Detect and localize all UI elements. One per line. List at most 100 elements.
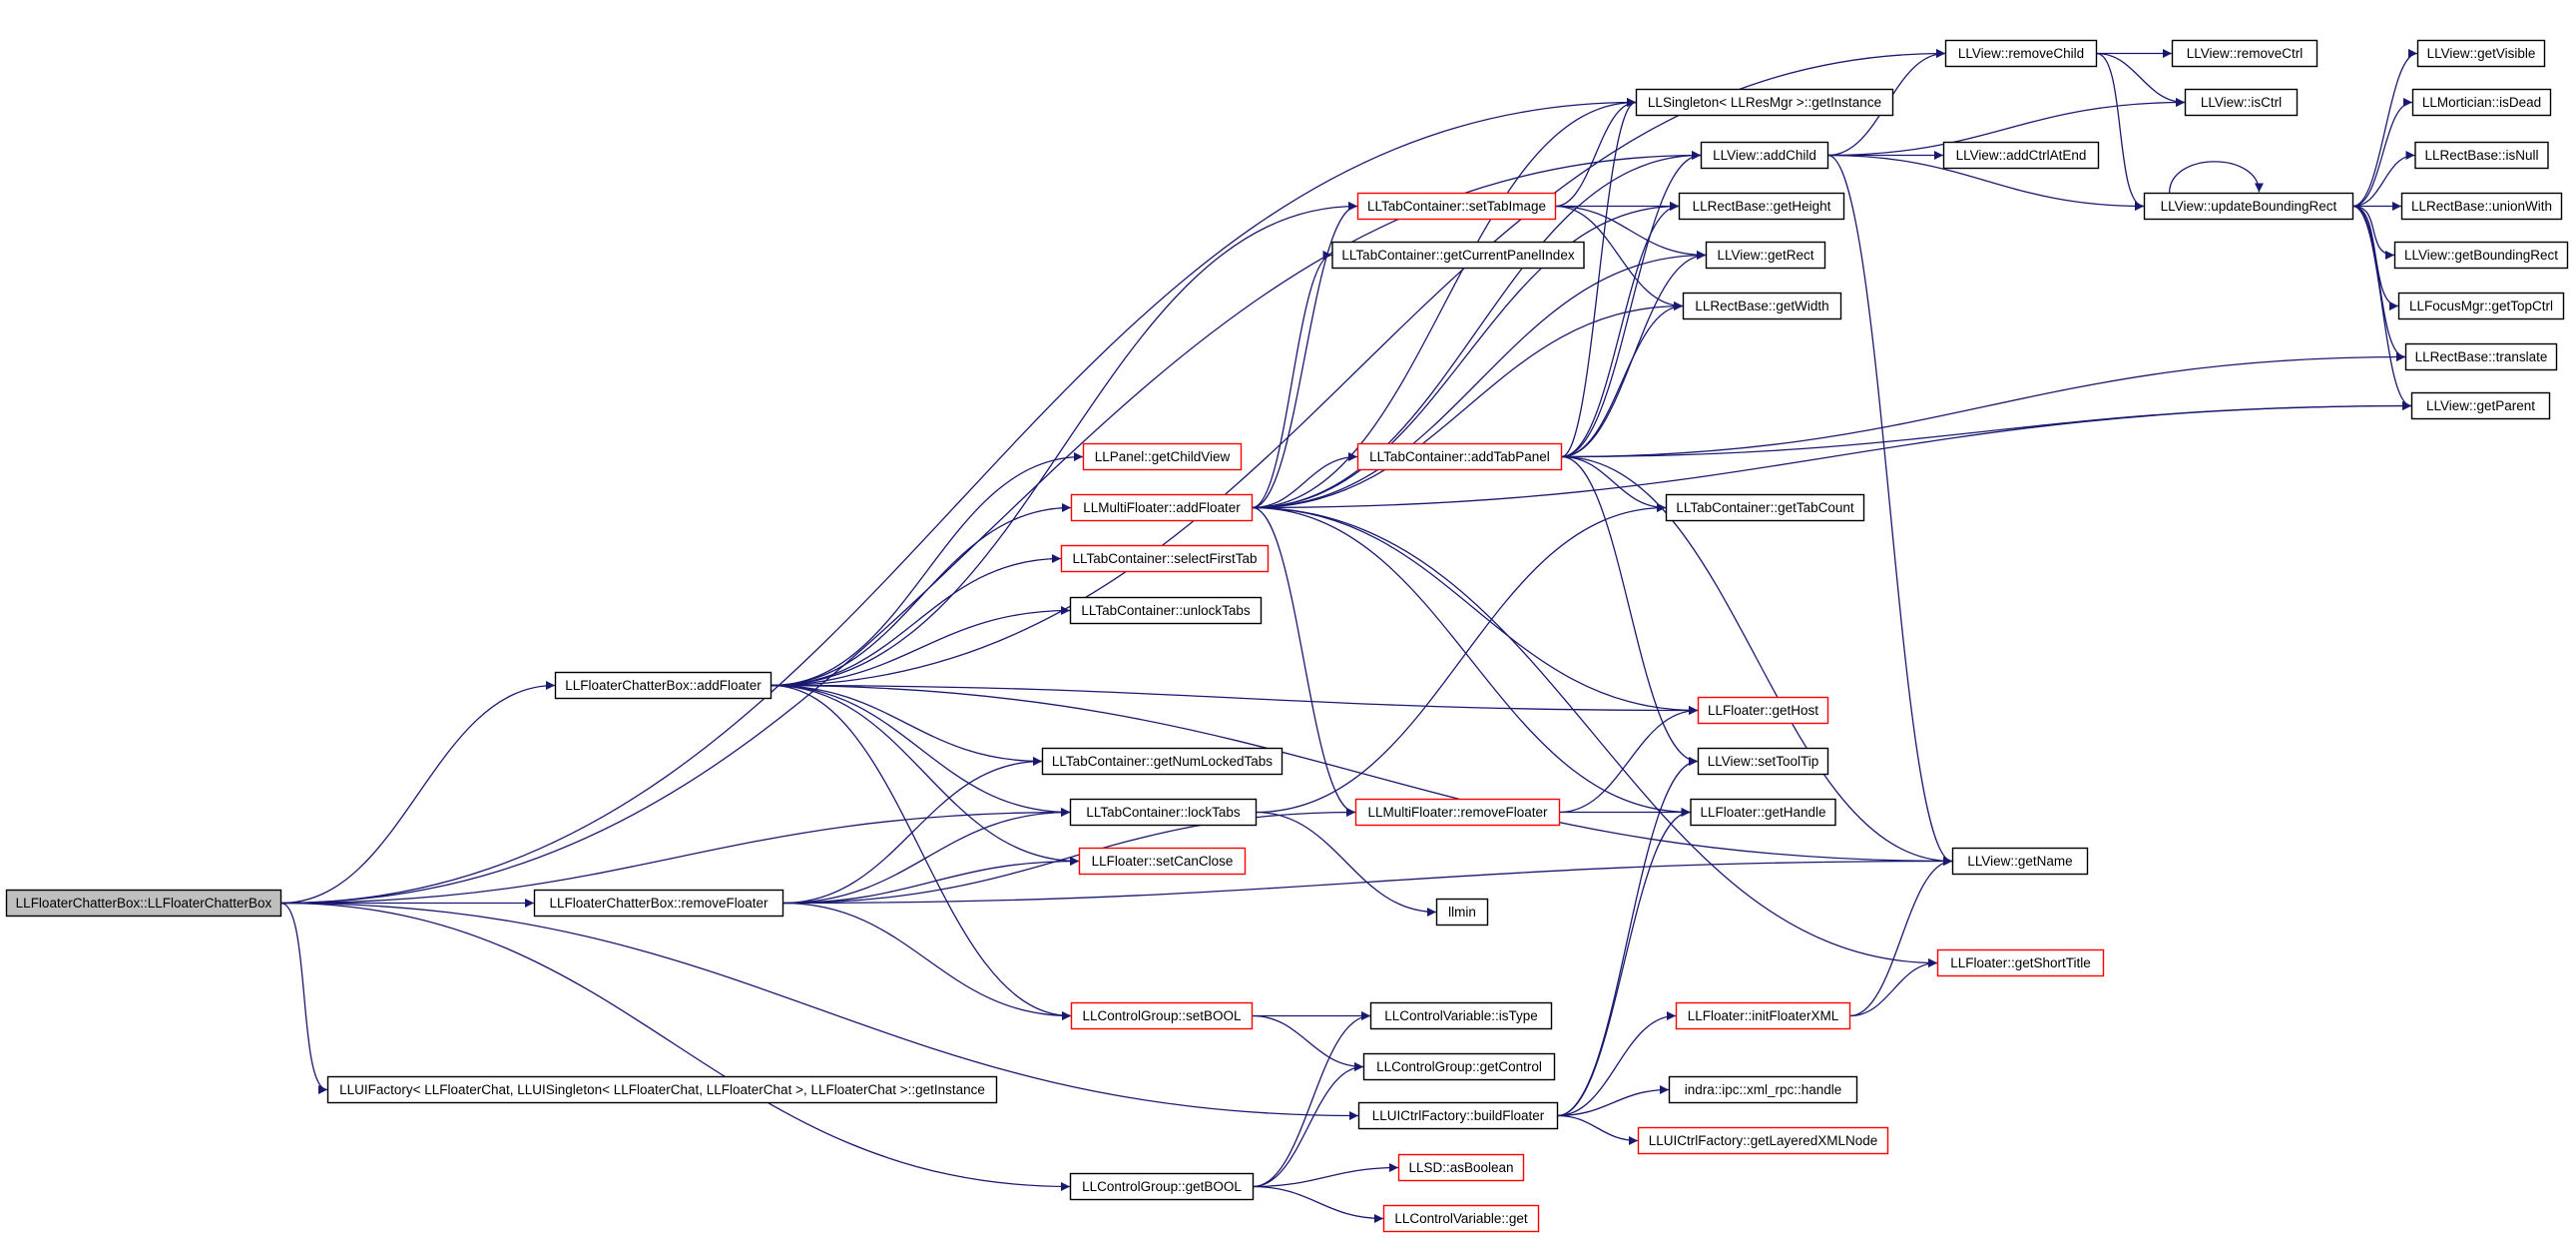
llview-getrect-node[interactable]: LLView::getRect: [1705, 241, 1826, 270]
llfocusmgr-gettopctrl-node[interactable]: LLFocusMgr::getTopCtrl: [2397, 292, 2565, 320]
llcontrolvariable-istype-node[interactable]: LLControlVariable::isType: [1369, 1001, 1553, 1030]
node-box: [1690, 798, 1836, 827]
lltabcontainer-unlocktabs-node[interactable]: LLTabContainer::unlockTabs: [1069, 596, 1263, 625]
node-box: [2184, 88, 2299, 117]
llview-getboundingrect-node[interactable]: LLView::getBoundingRect: [2393, 241, 2569, 270]
llcontrolgroup-getbool-node[interactable]: LLControlGroup::getBOOL: [1069, 1172, 1255, 1201]
call-edge: [1561, 455, 1667, 512]
node-box: [554, 671, 773, 700]
node-box: [1362, 1052, 1556, 1081]
call-edge: [2352, 205, 2412, 410]
llrectbase-getwidth-node[interactable]: LLRectBase::getWidth: [1682, 292, 1842, 320]
call-edges: [280, 49, 2418, 1223]
node-label: LLControlGroup::setBOOL: [1082, 1008, 1242, 1023]
call-edge: [771, 202, 1358, 687]
call-edge: [1561, 352, 2406, 458]
llfloater-setcanclose-node[interactable]: LLFloater::setCanClose: [1078, 847, 1247, 876]
call-edge: [771, 684, 1080, 866]
lltabcontainer-gettabcount-node[interactable]: LLTabContainer::getTabCount: [1665, 493, 1865, 522]
llmultifloater-addfloater-node[interactable]: LLMultiFloater::addFloater: [1070, 493, 1254, 522]
call-edge: [771, 684, 1072, 1020]
call-edge: [1252, 506, 1699, 715]
node-box: [2416, 39, 2546, 68]
call-edge: [280, 902, 1071, 1191]
node-box: [1678, 192, 1845, 221]
llrectbase-getheight-node[interactable]: LLRectBase::getHeight: [1678, 192, 1845, 221]
call-edge: [771, 684, 1071, 817]
llfloater-getshorttitle-node[interactable]: LLFloater::getShortTitle: [1936, 948, 2105, 977]
call-edge: [1561, 455, 1699, 766]
llrectbase-unionwith-node[interactable]: LLRectBase::unionWith: [2400, 192, 2563, 221]
node-box: [2410, 391, 2551, 420]
lltabcontainer-addtabpanel-node[interactable]: LLTabContainer::addTabPanel: [1356, 442, 1563, 471]
indra-ipc-xml-rpc-handle-node[interactable]: indra::ipc::xml_rpc::handle: [1668, 1075, 1858, 1104]
node-box: [1944, 39, 2098, 68]
node-label: LLTabContainer::getNumLockedTabs: [1052, 754, 1273, 769]
call-edge: [1561, 98, 1637, 458]
node-box: [1356, 442, 1563, 471]
llcontrolgroup-setbool-node[interactable]: LLControlGroup::setBOOL: [1070, 1001, 1254, 1030]
node-label: LLControlVariable::get: [1394, 1211, 1528, 1226]
llrectbase-isnull-node[interactable]: LLRectBase::isNull: [2414, 141, 2549, 170]
node-label: LLUICtrlFactory::getLayeredXMLNode: [1649, 1133, 1878, 1148]
llview-removectrl-node[interactable]: LLView::removeCtrl: [2171, 39, 2318, 68]
call-edge: [1557, 808, 1691, 1117]
node-label: LLView::addChild: [1713, 148, 1816, 163]
llview-updateboundingrect-node[interactable]: LLView::updateBoundingRect: [2143, 192, 2354, 221]
llpanel-getchildview-node[interactable]: LLPanel::getChildView: [1082, 442, 1243, 471]
node-label: LLView::updateBoundingRect: [2161, 199, 2337, 214]
llmortician-isdead-node[interactable]: LLMortician::isDead: [2411, 88, 2552, 117]
lltabcontainer-settabimage-node[interactable]: LLTabContainer::setTabImage: [1356, 192, 1557, 221]
llfloater-gethost-node[interactable]: LLFloater::getHost: [1697, 696, 1829, 725]
llfloaterchatterbox-removefloater-node[interactable]: LLFloaterChatterBox::removeFloater: [533, 889, 784, 918]
call-edge: [280, 808, 1071, 905]
lluifactory-llfloaterchat-lluisingleton-llfloaterchat-llfloaterchat-llfloaterchat-getinstance-node[interactable]: LLUIFactory< LLFloaterChat, LLUISingleto…: [326, 1075, 998, 1104]
llview-isctrl-node[interactable]: LLView::isCtrl: [2184, 88, 2299, 117]
llmin-node[interactable]: llmin: [1435, 898, 1489, 927]
lltabcontainer-locktabs-node[interactable]: LLTabContainer::lockTabs: [1069, 798, 1258, 827]
llfloaterchatterbox-addfloater-node[interactable]: LLFloaterChatterBox::addFloater: [554, 671, 773, 700]
node-box: [1682, 292, 1842, 320]
call-edge: [2352, 49, 2418, 208]
llview-getvisible-node[interactable]: LLView::getVisible: [2416, 39, 2546, 68]
llsingleton-llresmgr-getinstance-node[interactable]: LLSingleton< LLResMgr >::getInstance: [1635, 88, 1894, 117]
lluictrlfactory-buildfloater-node[interactable]: LLUICtrlFactory::buildFloater: [1357, 1101, 1559, 1130]
node-label: LLRectBase::getWidth: [1695, 299, 1828, 313]
llsd-asboolean-node[interactable]: LLSD::asBoolean: [1397, 1153, 1525, 1182]
node-box: [1331, 241, 1585, 270]
node-box: [1668, 1075, 1858, 1104]
call-edge: [771, 606, 1071, 687]
llview-addctrlatend-node[interactable]: LLView::addCtrlAtEnd: [1942, 141, 2100, 170]
lltabcontainer-selectfirsttab-node[interactable]: LLTabContainer::selectFirstTab: [1060, 544, 1270, 573]
node-label: LLFloater::getHandle: [1700, 805, 1825, 820]
llrectbase-translate-node[interactable]: LLRectBase::translate: [2404, 342, 2558, 371]
node-label: LLView::isCtrl: [2201, 95, 2282, 110]
node-box: [2411, 88, 2552, 117]
node-box: [1637, 1126, 1889, 1155]
llfloater-gethandle-node[interactable]: LLFloater::getHandle: [1690, 798, 1836, 827]
node-label: LLView::setToolTip: [1708, 754, 1819, 769]
llview-addchild-node[interactable]: LLView::addChild: [1700, 141, 1829, 170]
llview-getname-node[interactable]: LLView::getName: [1951, 847, 2089, 876]
node-box: [1070, 493, 1254, 522]
node-box: [2397, 292, 2565, 320]
call-edge: [1561, 455, 1953, 866]
llview-removechild-node[interactable]: LLView::removeChild: [1944, 39, 2098, 68]
llfloater-initfloaterxml-node[interactable]: LLFloater::initFloaterXML: [1675, 1001, 1851, 1030]
llview-settooltip-node[interactable]: LLView::setToolTip: [1697, 747, 1829, 776]
node-box: [1697, 696, 1829, 725]
call-edge: [1252, 452, 1358, 509]
lltabcontainer-getnumlockedtabs-node[interactable]: LLTabContainer::getNumLockedTabs: [1041, 747, 1284, 776]
call-edge: [2096, 52, 2145, 211]
llcontrolgroup-getcontrol-node[interactable]: LLControlGroup::getControl: [1362, 1052, 1556, 1081]
call-edge: [1252, 251, 1332, 509]
call-edge: [782, 808, 1356, 905]
node-box: [1665, 493, 1865, 522]
node-box: [533, 889, 784, 918]
lltabcontainer-getcurrentpanelindex-node[interactable]: LLTabContainer::getCurrentPanelIndex: [1331, 241, 1585, 270]
llview-getparent-node[interactable]: LLView::getParent: [2410, 391, 2551, 420]
llcontrolvariable-get-node[interactable]: LLControlVariable::get: [1382, 1204, 1540, 1233]
lluictrlfactory-getlayeredxmlnode-node[interactable]: LLUICtrlFactory::getLayeredXMLNode: [1637, 1126, 1889, 1155]
llmultifloater-removefloater-node[interactable]: LLMultiFloater::removeFloater: [1354, 798, 1561, 827]
